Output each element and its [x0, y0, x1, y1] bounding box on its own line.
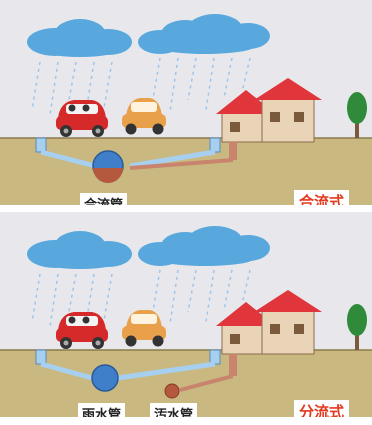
- rain-pipe: [40, 361, 216, 392]
- pipe-icon: [229, 354, 237, 376]
- combined-pipe: [40, 149, 234, 183]
- manhole-icon: [209, 137, 221, 153]
- tree-icon: [347, 304, 367, 350]
- sewage-pipe-label: 汚水管: [150, 403, 198, 417]
- combined-pipe-label: 合流管: [80, 193, 128, 205]
- manhole-icon: [35, 137, 47, 153]
- cloud-icon: [27, 231, 132, 269]
- cloud-icon: [138, 14, 270, 54]
- car-icon: [56, 100, 108, 137]
- cloud-icon: [138, 226, 270, 266]
- sewage-pipe: [164, 374, 234, 399]
- combined-system-illustration: [0, 0, 372, 205]
- car-icon: [122, 310, 166, 347]
- manhole-icon: [209, 349, 221, 365]
- car-icon: [56, 312, 108, 349]
- cloud-icon: [27, 19, 132, 57]
- car-icon: [122, 98, 166, 135]
- rain: [31, 57, 251, 116]
- house-icon: [216, 290, 322, 355]
- manhole-icon: [35, 349, 47, 365]
- tree-icon: [347, 92, 367, 138]
- house-icon: [216, 78, 322, 143]
- separate-system-illustration: [0, 212, 372, 417]
- system-type-label: 合流式: [294, 190, 350, 205]
- rain-pipe-label: 雨水管: [78, 403, 126, 417]
- system-type-label: 分流式: [294, 400, 350, 417]
- pipe-icon: [229, 142, 237, 160]
- separate-system-panel: 雨水管 汚水管 分流式: [0, 212, 372, 417]
- combined-system-panel: 合流管 合流式: [0, 0, 372, 205]
